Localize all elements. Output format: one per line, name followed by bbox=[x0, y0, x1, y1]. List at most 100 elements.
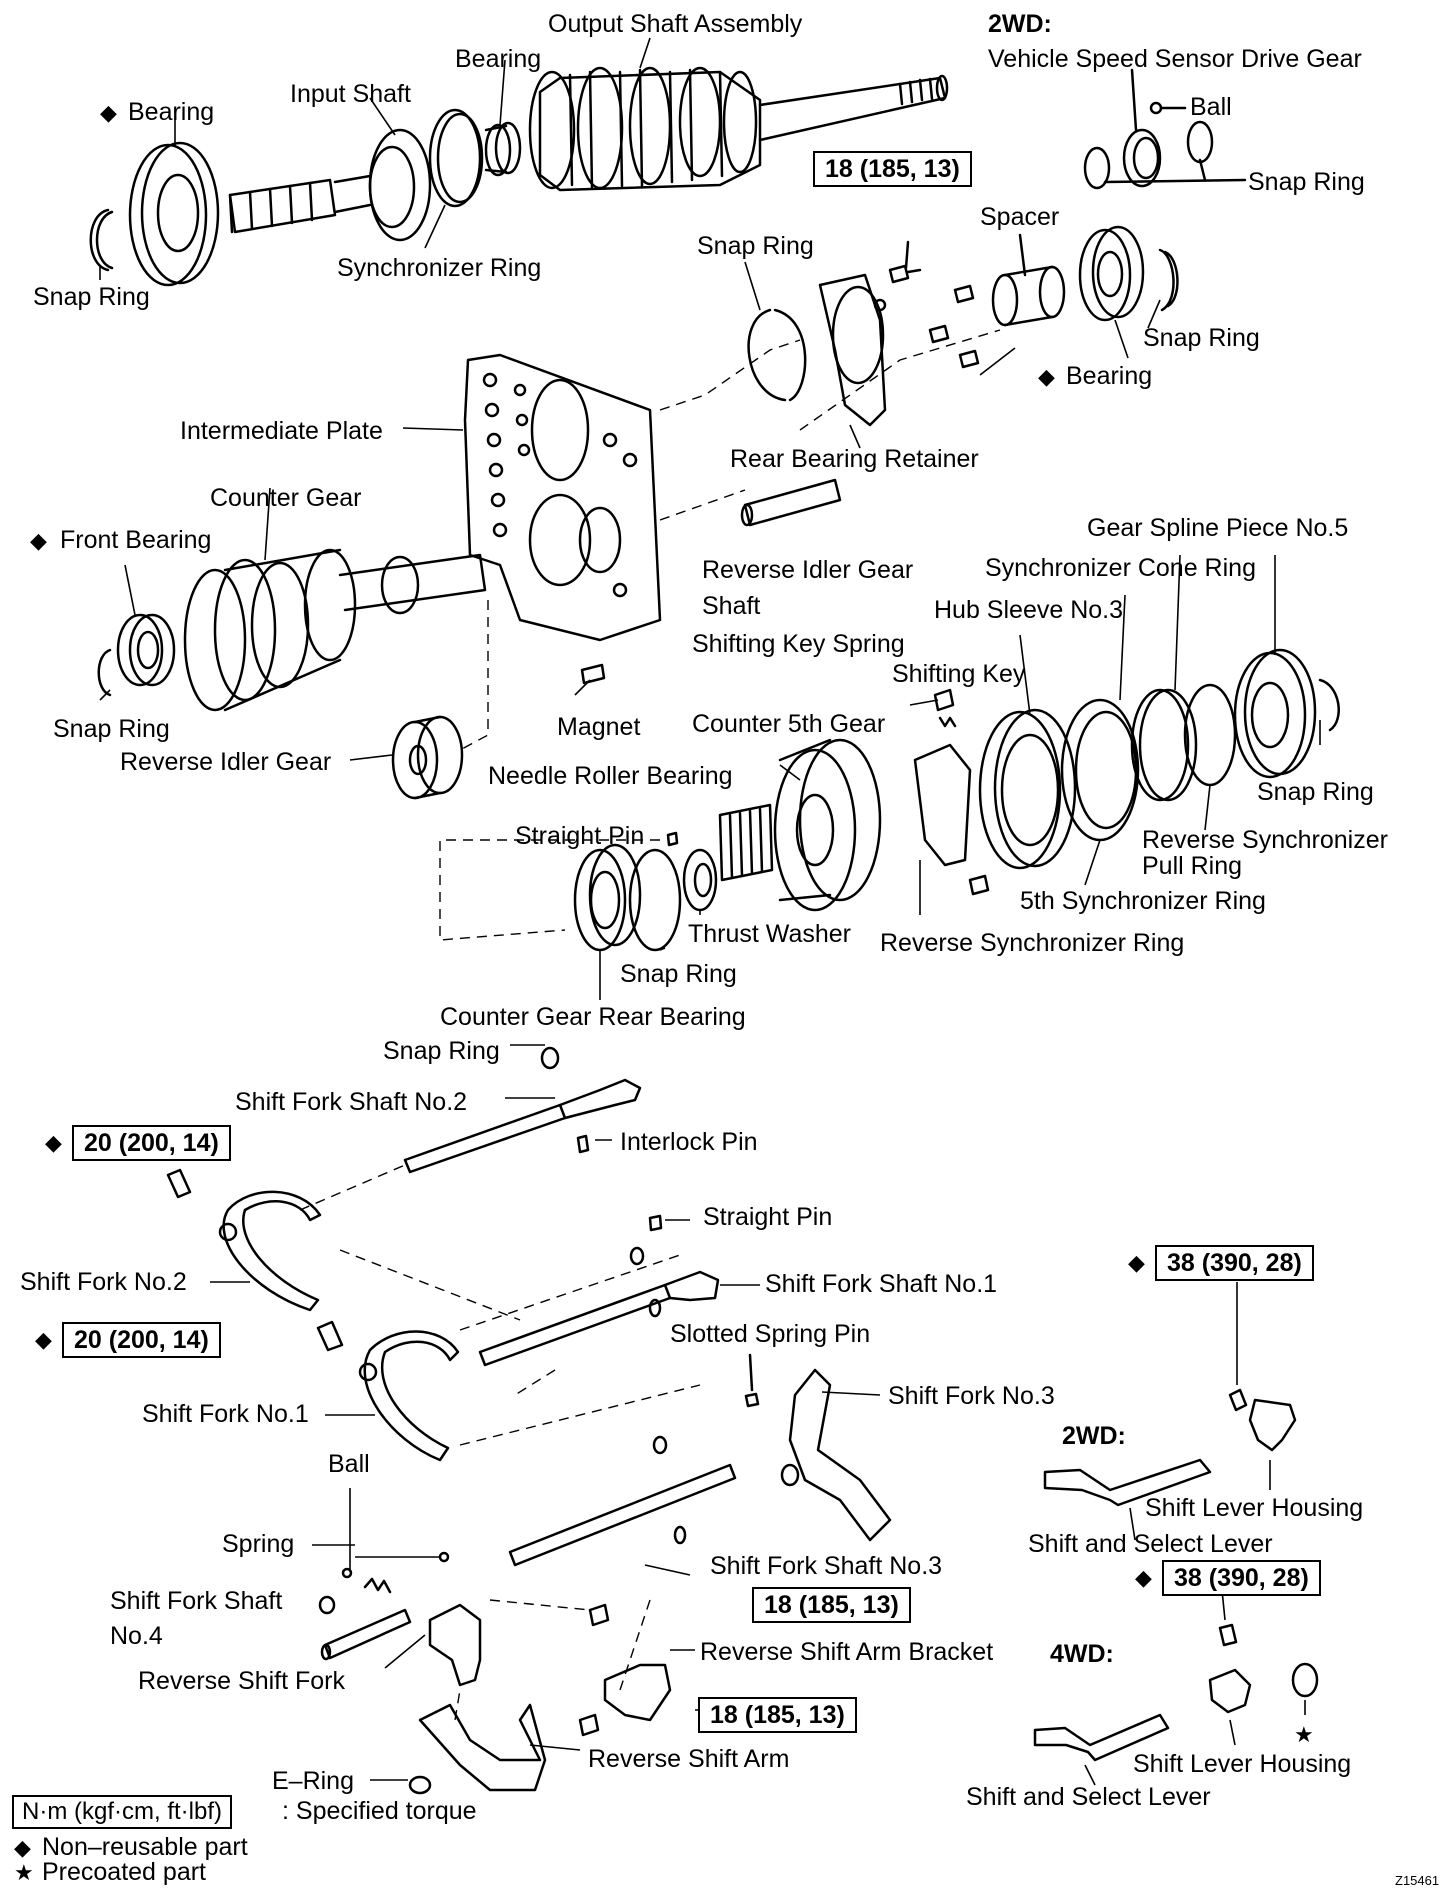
shifting-key-drawing bbox=[933, 688, 955, 712]
shifting-key-spring-drawing bbox=[938, 716, 957, 728]
label-shift-fork-shaft-4-1: Shift Fork Shaft bbox=[110, 1587, 283, 1615]
legend-unit-desc: : Specified torque bbox=[282, 1797, 477, 1825]
label-ball-low: Ball bbox=[328, 1450, 370, 1478]
non-reusable-mark: ◆ bbox=[35, 1327, 52, 1352]
label-thrust-washer: Thrust Washer bbox=[688, 920, 852, 948]
spring-drawing bbox=[363, 1577, 392, 1594]
torque-box-t4: 38 (390, 28) bbox=[1155, 1245, 1314, 1281]
ball-low-drawing bbox=[438, 1551, 450, 1563]
label-shift-fork-shaft-2: Shift Fork Shaft No.2 bbox=[235, 1088, 468, 1116]
label-reverse-sync-ring: Reverse Synchronizer Ring bbox=[880, 929, 1185, 957]
straight-pin-mid-drawing bbox=[666, 831, 679, 847]
counter-gear-drawing bbox=[183, 548, 487, 712]
torque-box-t6: 18 (185, 13) bbox=[752, 1587, 911, 1623]
label-shift-lever-housing-4wd: Shift Lever Housing bbox=[1133, 1750, 1352, 1778]
rear-bearing-retainer-drawing bbox=[818, 273, 887, 427]
label-bearing-right: Bearing bbox=[1066, 362, 1153, 390]
label-counter-gear: Counter Gear bbox=[210, 484, 362, 512]
label-spring: Spring bbox=[222, 1530, 295, 1558]
snap-ring-right-drawing bbox=[1158, 248, 1179, 312]
label-reverse-sync-pull-ring-2: Pull Ring bbox=[1142, 852, 1243, 880]
label-counter-5th-gear: Counter 5th Gear bbox=[692, 710, 886, 738]
torque-box-t3: 20 (200, 14) bbox=[62, 1322, 221, 1358]
slotted-spring-pin-drawing bbox=[744, 1353, 760, 1408]
reverse-shift-fork-drawing bbox=[428, 1603, 482, 1687]
torque-box-t7: 18 (185, 13) bbox=[698, 1697, 857, 1733]
label-needle-roller-bearing: Needle Roller Bearing bbox=[488, 762, 733, 790]
label-gear-spline-piece: Gear Spline Piece No.5 bbox=[1087, 514, 1349, 542]
reverse-shift-arm-bracket-drawing bbox=[603, 1663, 672, 1722]
label-shifting-key-spring: Shifting Key Spring bbox=[692, 630, 905, 658]
counter-gear-rear-bearing-drawing bbox=[573, 843, 642, 952]
label-spacer: Spacer bbox=[980, 203, 1060, 231]
label-shift-fork-no1: Shift Fork No.1 bbox=[142, 1400, 309, 1428]
output-shaft-assembly-drawing bbox=[528, 66, 949, 192]
straight-pin-low-drawing bbox=[648, 1214, 663, 1232]
spacer-drawing bbox=[991, 233, 1066, 327]
e-ring-drawing bbox=[408, 1775, 432, 1795]
interlock-pin-drawing bbox=[576, 1134, 590, 1154]
label-synchronizer-ring: Synchronizer Ring bbox=[337, 254, 542, 282]
torque-box-t2: 20 (200, 14) bbox=[72, 1125, 231, 1161]
label-shift-lever-housing-2wd: Shift Lever Housing bbox=[1145, 1494, 1364, 1522]
counter-5th-gear-drawing bbox=[718, 738, 882, 912]
precoated-mark: ★ bbox=[1294, 1722, 1314, 1747]
label-reverse-shift-arm-bracket: Reverse Shift Arm Bracket bbox=[700, 1638, 994, 1666]
reverse-synchronizer-pull-ring-drawing bbox=[1183, 683, 1237, 787]
shift-fork-shaft-4-drawing bbox=[318, 1595, 412, 1661]
label-output-shaft-assembly: Output Shaft Assembly bbox=[548, 10, 803, 38]
label-intermediate-plate: Intermediate Plate bbox=[180, 417, 383, 445]
label-hub-sleeve: Hub Sleeve No.3 bbox=[934, 596, 1124, 624]
label-snap-ring-fork: Snap Ring bbox=[383, 1037, 500, 1065]
input-shaft-drawing bbox=[228, 128, 432, 242]
label-ball-top: Ball bbox=[1190, 93, 1232, 121]
shift-fork-no2-drawing bbox=[218, 1190, 322, 1312]
label-straight-pin-low: Straight Pin bbox=[703, 1203, 833, 1231]
label-shift-fork-no2: Shift Fork No.2 bbox=[20, 1268, 187, 1296]
reverse-synchronizer-ring-drawing bbox=[913, 743, 972, 867]
snap-ring-mid-drawing bbox=[628, 848, 682, 952]
label-snap-ring-right: Snap Ring bbox=[1143, 324, 1260, 352]
bolt-20-top-drawing bbox=[166, 1168, 192, 1199]
magnet-drawing bbox=[580, 663, 606, 685]
label-snap-ring-top-right: Snap Ring bbox=[1248, 168, 1365, 196]
torque-box-t1: 18 (185, 13) bbox=[813, 151, 972, 187]
label-magnet: Magnet bbox=[557, 713, 641, 741]
label-slotted-spring-pin: Slotted Spring Pin bbox=[670, 1320, 871, 1348]
label-shift-fork-no3: Shift Fork No.3 bbox=[888, 1382, 1055, 1410]
synchronizer-cone-ring-drawing bbox=[1130, 688, 1190, 802]
legend-precoated: Precoated part bbox=[42, 1858, 206, 1886]
label-shift-select-lever-4wd: Shift and Select Lever bbox=[966, 1783, 1211, 1811]
front-bearing-counter-drawing bbox=[116, 613, 176, 687]
shift-lever-4wd-drawing bbox=[1033, 1623, 1319, 1762]
label-bearing-front-marked: Bearing bbox=[128, 98, 215, 126]
hub-sleeve-drawing bbox=[978, 708, 1077, 870]
label-vss-drive-gear: Vehicle Speed Sensor Drive Gear bbox=[988, 45, 1362, 73]
shift-fork-shaft-3-drawing bbox=[508, 1435, 737, 1567]
figure-id: Z15461 bbox=[1395, 1873, 1440, 1888]
label-2wd-header-low: 2WD: bbox=[1062, 1422, 1126, 1450]
label-snap-ring-sync: Snap Ring bbox=[1257, 778, 1374, 806]
legend-precoated-mark: ★ bbox=[14, 1860, 34, 1885]
label-snap-ring-rear: Snap Ring bbox=[620, 960, 737, 988]
label-counter-gear-rear-bearing: Counter Gear Rear Bearing bbox=[440, 1003, 746, 1031]
shift-fork-no3-drawing bbox=[780, 1368, 892, 1542]
shift-fork-shaft-2-drawing bbox=[403, 1046, 642, 1174]
label-e-ring: E–Ring bbox=[272, 1767, 354, 1795]
label-bearing-top: Bearing bbox=[455, 45, 542, 73]
legend-unit-box: N·m (kgf·cm, ft·lbf) bbox=[12, 1795, 232, 1829]
bolts-retainer-drawing bbox=[888, 240, 980, 369]
legend-non-reusable: Non–reusable part bbox=[42, 1833, 248, 1861]
non-reusable-mark: ◆ bbox=[1128, 1250, 1145, 1275]
torque-box-t5: 38 (390, 28) bbox=[1162, 1560, 1321, 1596]
label-reverse-shift-arm: Reverse Shift Arm bbox=[588, 1745, 790, 1773]
label-reverse-sync-pull-ring-1: Reverse Synchronizer bbox=[1142, 826, 1388, 854]
non-reusable-mark: ◆ bbox=[45, 1130, 62, 1155]
legend-non-reusable-mark: ◆ bbox=[14, 1835, 31, 1860]
gear-spline-piece-drawing bbox=[1233, 648, 1317, 779]
label-front-bearing: Front Bearing bbox=[60, 526, 212, 554]
snap-ring-retainer-drawing bbox=[747, 308, 807, 402]
synchronizer-ring-drawing bbox=[428, 108, 482, 208]
label-snap-ring-top-left: Snap Ring bbox=[33, 283, 150, 311]
